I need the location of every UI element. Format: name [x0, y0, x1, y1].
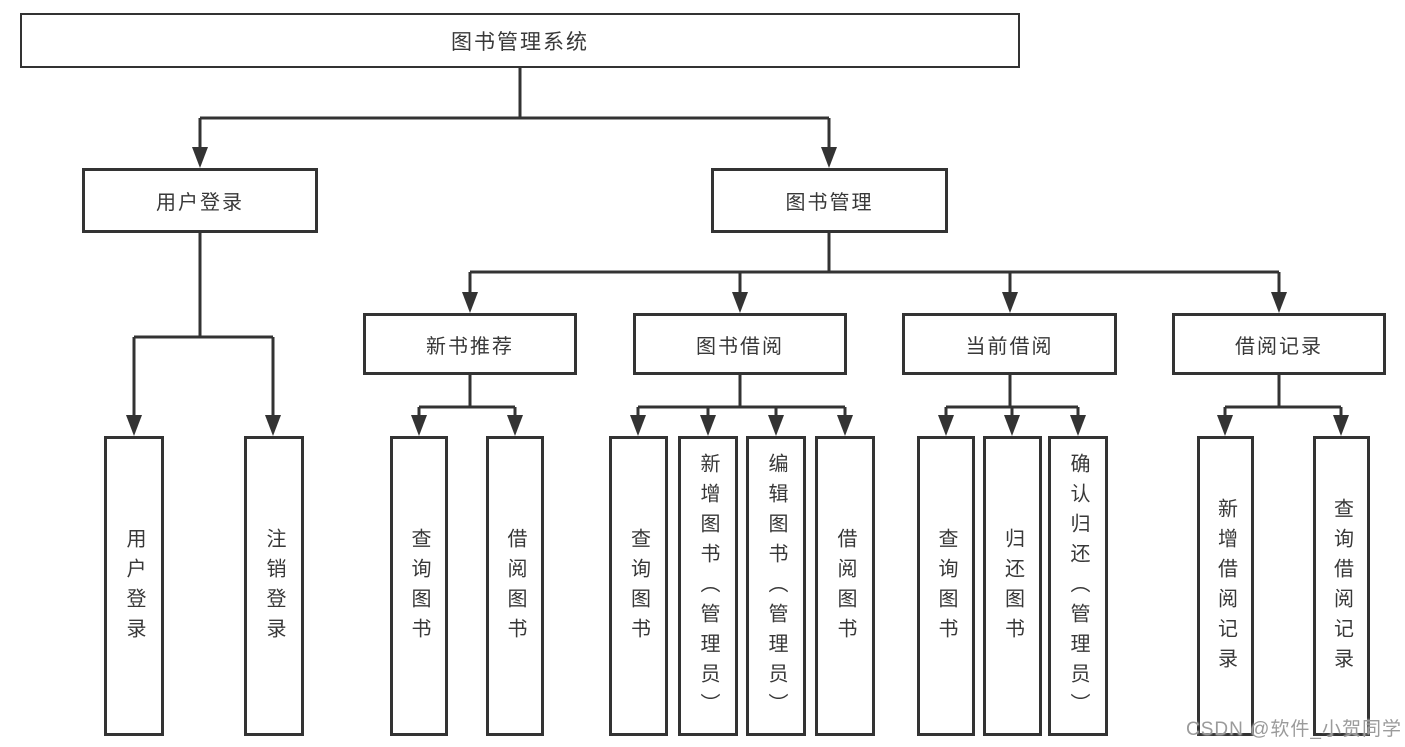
- node-new-book-recommendation: 新书推荐: [363, 313, 577, 375]
- leaf-add-book-admin: 新增图书（管理员）: [678, 436, 738, 736]
- node-library-management-system: 图书管理系统: [20, 13, 1020, 68]
- node-book-management: 图书管理: [711, 168, 948, 233]
- leaf-query-borrow-record: 查询借阅记录: [1313, 436, 1370, 736]
- leaf-borrow-books-recommend: 借阅图书: [486, 436, 544, 736]
- leaf-borrow-books-borrowing: 借阅图书: [815, 436, 875, 736]
- leaf-query-books-recommend: 查询图书: [390, 436, 448, 736]
- node-current-borrowing: 当前借阅: [902, 313, 1117, 375]
- leaf-query-books-current: 查询图书: [917, 436, 975, 736]
- leaf-user-login: 用户登录: [104, 436, 164, 736]
- arrowheads: [126, 147, 1349, 436]
- leaf-add-borrow-record: 新增借阅记录: [1197, 436, 1254, 736]
- leaf-logout: 注销登录: [244, 436, 304, 736]
- node-book-borrowing: 图书借阅: [633, 313, 847, 375]
- leaf-query-books-borrowing: 查询图书: [609, 436, 668, 736]
- leaf-edit-book-admin: 编辑图书（管理员）: [746, 436, 806, 736]
- leaf-confirm-return-admin: 确认归还（管理员）: [1048, 436, 1108, 736]
- elbow-connectors: [132, 68, 1343, 420]
- node-borrowing-records: 借阅记录: [1172, 313, 1386, 375]
- leaf-return-book: 归还图书: [983, 436, 1042, 736]
- node-user-login-group: 用户登录: [82, 168, 318, 233]
